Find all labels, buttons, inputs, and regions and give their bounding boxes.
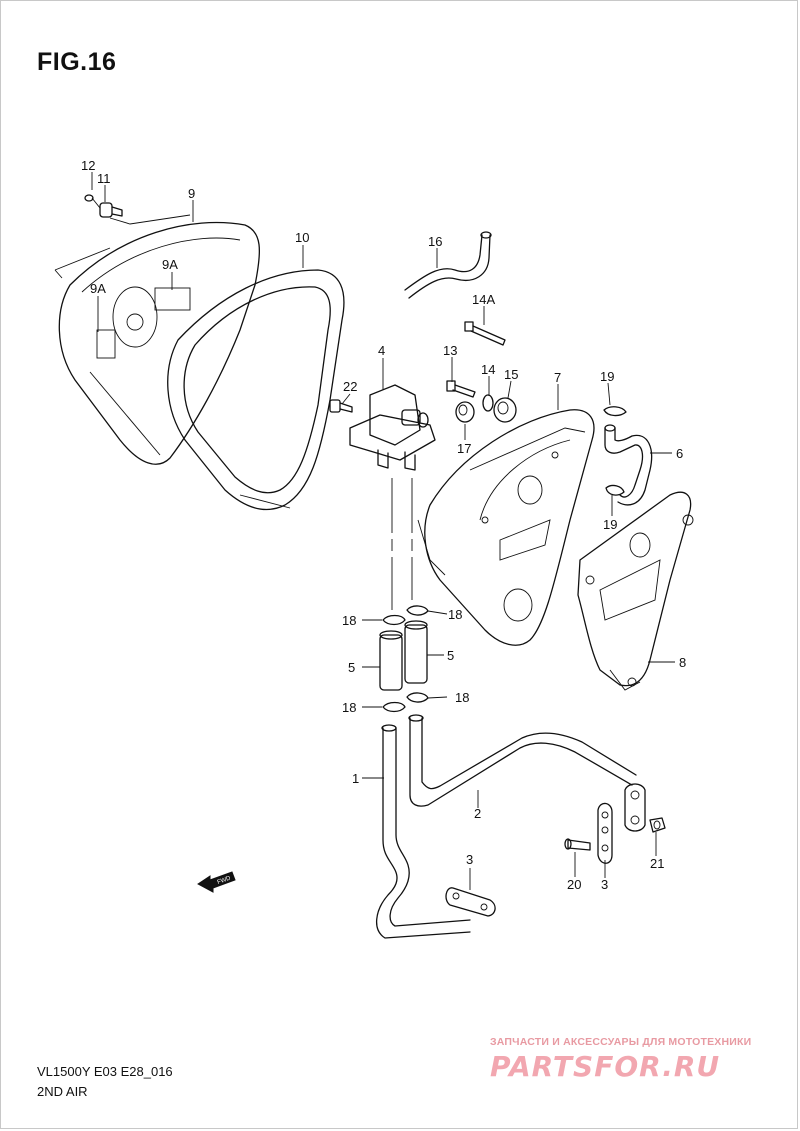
callout-18-d: 18 [455, 690, 469, 705]
callout-11: 11 [97, 171, 111, 186]
part-18-clamp-2[interactable] [406, 605, 429, 616]
callout-2: 2 [474, 806, 481, 821]
callout-9A-lower: 9A [90, 281, 106, 296]
callout-6: 6 [676, 446, 683, 461]
part-13-bolt[interactable] [446, 380, 476, 398]
part-19-clamp-lower[interactable] [605, 484, 625, 496]
callout-13: 13 [443, 343, 457, 358]
callout-5-left: 5 [348, 660, 355, 675]
callout-21: 21 [650, 856, 664, 871]
part-22-bolt[interactable] [329, 399, 353, 413]
part-11-screw[interactable] [99, 202, 123, 218]
callout-22: 22 [343, 379, 357, 394]
callout-10: 10 [295, 230, 309, 245]
callout-18-c: 18 [342, 700, 356, 715]
fwd-arrow-icon: FWD [197, 871, 236, 893]
part-15-grommet[interactable] [493, 397, 517, 423]
part-14A-bolt[interactable] [464, 321, 506, 346]
callout-3-right: 3 [601, 877, 608, 892]
callout-3-left: 3 [466, 852, 473, 867]
part-18-clamp-4[interactable] [406, 692, 429, 703]
fwd-label: FWD [217, 875, 233, 886]
part-6-tube[interactable] [604, 424, 653, 506]
callout-9: 9 [188, 186, 195, 201]
part-8-bracket[interactable] [577, 491, 694, 691]
pipe-flange [624, 783, 646, 832]
part-18-clamp-3[interactable] [382, 701, 406, 713]
figure-title: FIG.16 [37, 48, 117, 76]
callout-labels: 12 11 9 10 9A 9A 16 14A 4 13 22 14 15 17… [81, 158, 686, 892]
callout-19-lower: 19 [603, 517, 617, 532]
part-2-pipe[interactable] [408, 714, 637, 807]
callout-19-upper: 19 [600, 369, 614, 384]
callout-18-b: 18 [448, 607, 462, 622]
callout-8: 8 [679, 655, 686, 670]
leader-lines [91, 172, 675, 890]
callout-15: 15 [504, 367, 518, 382]
part-18-clamp-1[interactable] [382, 614, 406, 626]
callout-1: 1 [352, 771, 359, 786]
part-10-gasket[interactable] [167, 269, 345, 511]
watermark-logo: PARTSFOR.RU [490, 1050, 721, 1083]
part-12-washer[interactable] [84, 194, 94, 202]
part-21-nut[interactable] [649, 817, 666, 833]
part-9-cover[interactable] [54, 221, 260, 465]
part-4-valve[interactable] [349, 384, 436, 471]
part-20-stud[interactable] [564, 838, 591, 851]
callout-20: 20 [567, 877, 581, 892]
callout-18-a: 18 [342, 613, 356, 628]
callout-9A-upper: 9A [162, 257, 178, 272]
watermark-tagline: ЗАПЧАСТИ И АКСЕССУАРЫ ДЛЯ МОТОТЕХНИКИ [490, 1036, 752, 1048]
part-3-plate-left[interactable] [445, 887, 496, 917]
part-7-case[interactable] [417, 409, 595, 646]
callout-14: 14 [481, 362, 495, 377]
part-19-clamp-upper[interactable] [603, 406, 627, 417]
callout-4: 4 [378, 343, 385, 358]
part-5-hose-right[interactable] [404, 620, 428, 684]
callout-16: 16 [428, 234, 442, 249]
part-3-plate-right[interactable] [597, 802, 613, 864]
part-5-hose-left[interactable] [379, 630, 403, 691]
part-14-washer[interactable] [482, 394, 494, 412]
callout-7: 7 [554, 370, 561, 385]
part-17-grommet[interactable] [455, 401, 475, 423]
section-name: 2ND AIR [37, 1084, 88, 1099]
model-code: VL1500Y E03 E28_016 [37, 1064, 173, 1079]
callout-17: 17 [457, 441, 471, 456]
callout-14A: 14A [472, 292, 495, 307]
callout-12: 12 [81, 158, 95, 173]
part-1-pipe[interactable] [376, 724, 471, 939]
part-16-hose[interactable] [404, 231, 492, 299]
callout-5-right: 5 [447, 648, 454, 663]
